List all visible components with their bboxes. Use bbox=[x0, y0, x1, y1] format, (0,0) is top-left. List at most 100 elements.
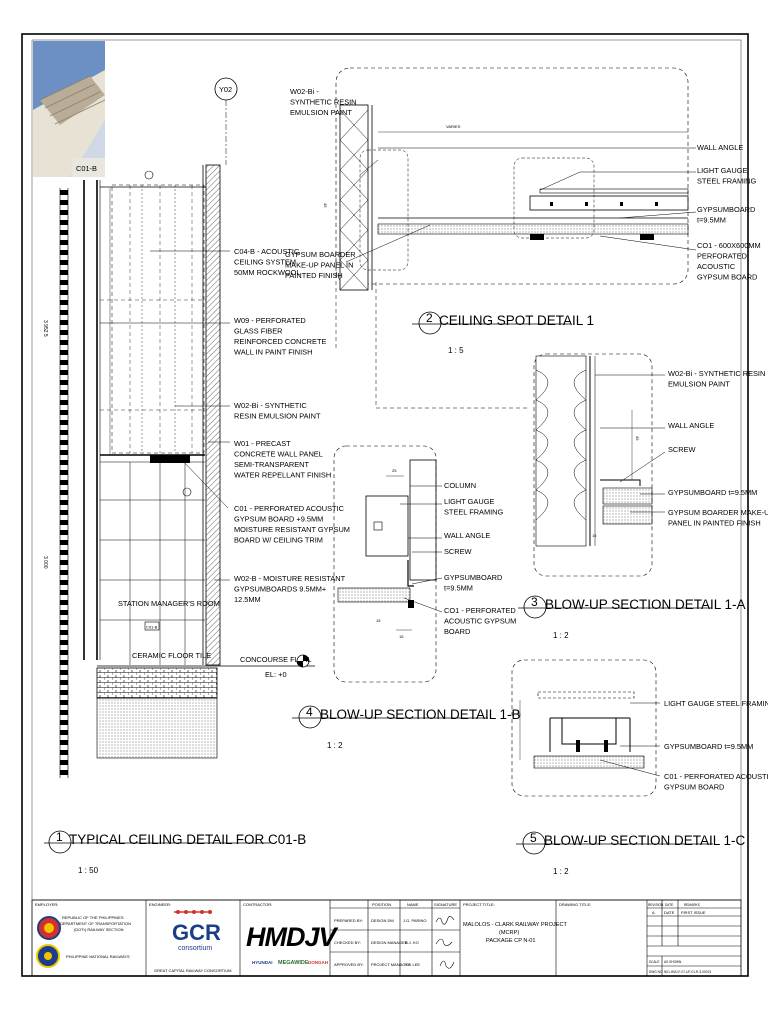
drawing-header: DRAWING TITLE: bbox=[559, 902, 591, 907]
notes-d3-3-line-0: GYPSUMBOARD t=9.5MM bbox=[668, 488, 757, 497]
grid-bubble-y02 bbox=[214, 77, 238, 101]
hmdjv-logo: HMDJV bbox=[246, 922, 339, 952]
dim-45-a: 45 bbox=[323, 203, 328, 208]
notes-d4-5-line-0: CO1 - PERFORATED bbox=[444, 606, 516, 615]
notes-d3-4-line-1: PANEL IN PAINTED FINISH bbox=[668, 519, 761, 528]
notes-d4-4-line-0: GYPSUMBOARD bbox=[444, 573, 502, 582]
role-approved: APPROVED BY: bbox=[334, 962, 364, 967]
notes-d5-2-line-1: GYPSUM BOARD bbox=[664, 783, 724, 792]
notes-d2-5-line-0: CO1 - 600X600MM bbox=[697, 241, 761, 250]
notes-main-0-line-2: 50MM ROCKWOOL bbox=[234, 268, 301, 277]
drawing-frame bbox=[31, 39, 742, 901]
project-line-1: MALOLOS - CLARK RAILWAY PROJECT bbox=[463, 922, 568, 928]
dwg-value: N01-HMJ-F-07-UF-01-R-3-00013 bbox=[664, 970, 711, 974]
scale-value: AS SHOWN bbox=[664, 960, 682, 964]
notes-d3-0-line-0: W02-Bi - SYNTHETIC RESIN bbox=[668, 369, 765, 378]
detail-bubble-3 bbox=[523, 595, 547, 619]
detail-title-4: BLOW-UP SECTION DETAIL 1-B bbox=[320, 707, 521, 722]
dim-15-b: 15 bbox=[399, 634, 404, 639]
detail-scale-3: 1 : 2 bbox=[553, 631, 569, 640]
notes-main-4-line-2: MOISTURE RESISTANT GYPSUM bbox=[234, 525, 350, 534]
notes-d2-0-line-2: EMULSION PAINT bbox=[290, 108, 352, 117]
notes-d4-5-line-2: BOARD bbox=[444, 627, 470, 636]
floor-slab bbox=[96, 667, 218, 699]
detail-bubble-5 bbox=[522, 831, 546, 855]
notes-d5-0-line-0: LIGHT GAUGE STEEL FRAMING bbox=[664, 699, 768, 708]
notes-main-2-line-1: RESIN EMULSION PAINT bbox=[234, 412, 321, 421]
dim-lower: 3 000 bbox=[42, 556, 48, 569]
partner-megawide: MEGAWIDE bbox=[278, 960, 309, 966]
notes-d4-0-line-0: COLUMN bbox=[444, 481, 476, 490]
rev-col-remarks: REMARKS bbox=[684, 903, 700, 907]
gcr-logo-text: GCR bbox=[172, 920, 221, 945]
notes-d2-3-line-1: STEEL FRAMING bbox=[697, 177, 757, 186]
detail-number-1: 1 bbox=[56, 830, 63, 844]
floor-label: CERAMIC FLOOR TILE bbox=[132, 651, 211, 660]
room-tag: C01-B bbox=[146, 625, 158, 630]
gcr-consortium: consortium bbox=[178, 945, 212, 952]
col-position: POSITION bbox=[372, 902, 391, 907]
notes-d4-3-line-0: SCREW bbox=[444, 547, 472, 556]
level-label: CONCOURSE FL. AL bbox=[240, 655, 311, 664]
project-line-3: PACKAGE CP N-01 bbox=[486, 938, 536, 944]
detail-title-2: CEILING SPOT DETAIL 1 bbox=[439, 313, 594, 328]
notes-d2-1-line-1: MAKE-UP PANEL IN bbox=[285, 261, 353, 270]
position-approved: PROJECT MANAGER bbox=[371, 962, 411, 967]
notes-d2-1-line-0: GYPSUM BOARDER bbox=[285, 250, 356, 259]
notes-d2-0-line-1: SYNTHETIC RESIN bbox=[290, 98, 357, 107]
partner-hyundai: HYUNDAI bbox=[252, 960, 273, 965]
notes-main-5-line-1: GYPSUMBOARDS 9.5MM+ bbox=[234, 585, 326, 594]
rev-col-date: DATE bbox=[665, 903, 673, 907]
project-line-2: (MCRP) bbox=[499, 930, 519, 936]
scale-label: SCALE bbox=[649, 960, 659, 964]
gcr-logo-icon bbox=[174, 910, 212, 914]
engineer-header: ENGINEER: bbox=[149, 902, 171, 907]
dim-25: 25 bbox=[392, 468, 397, 473]
notes-main-5-line-0: W02-B - MOISTURE RESISTANT bbox=[234, 574, 346, 583]
detail-3-blowup-1a: 45 15 bbox=[533, 353, 666, 577]
dwg-label: DWG NO bbox=[649, 970, 663, 974]
name-approved: Y.J. LEE bbox=[405, 962, 420, 967]
position-prepared: DESIGN DM bbox=[371, 918, 394, 923]
signature-2 bbox=[435, 938, 453, 946]
position-checked: DESIGN MANAGER bbox=[371, 940, 408, 945]
notes-d5-1-line-0: GYPSUMBOARD t=9.5MM bbox=[664, 742, 753, 751]
title-block: EMPLOYER: REPUBLIC OF THE PHILIPPINES DE… bbox=[31, 899, 742, 977]
notes-d2-3-line-0: LIGHT GAUGE bbox=[697, 166, 747, 175]
employer-line-1: REPUBLIC OF THE PHILIPPINES bbox=[62, 915, 124, 920]
notes-main-5-line-2: 12.5MM bbox=[234, 595, 261, 604]
notes-d5-2-line-0: C01 - PERFORATED ACOUSTIC bbox=[664, 772, 768, 781]
detail-number-2: 2 bbox=[426, 311, 433, 325]
role-prepared: PREPARED BY: bbox=[334, 918, 363, 923]
notes-d3-4-line-0: GYPSUM BOARDER MAKE-UP bbox=[668, 508, 768, 517]
rev-col-revision: REVISION bbox=[648, 903, 664, 907]
role-checked: CHECKED BY: bbox=[334, 940, 361, 945]
pnr-label: PHILIPPINE NATIONAL RAILWAYS bbox=[66, 954, 130, 959]
notes-main-1-line-3: WALL IN PAINT FINISH bbox=[234, 348, 312, 357]
detail-5-blowup-1c: 45 bbox=[511, 659, 661, 797]
detail-title-3: BLOW-UP SECTION DETAIL 1-A bbox=[545, 597, 746, 612]
level-value: EL: +0 bbox=[265, 670, 287, 679]
name-checked: B.J. KO bbox=[405, 940, 419, 945]
grid-label: Y02 bbox=[219, 85, 232, 94]
notes-d2-4-line-0: GYPSUMBOARD bbox=[697, 205, 755, 214]
name-prepared: J.G. PARINO bbox=[403, 918, 426, 923]
notes-main-1-line-1: GLASS FIBER bbox=[234, 327, 282, 336]
notes-d3-1-line-0: WALL ANGLE bbox=[668, 421, 714, 430]
col-signature: SIGNATURE bbox=[434, 902, 457, 907]
detail-scale-2: 1 : 5 bbox=[448, 346, 464, 355]
notes-main-0-line-0: C04-B - ACOUSTIC bbox=[234, 247, 300, 256]
detail-number-5: 5 bbox=[530, 831, 537, 845]
dim-15-c: 15 bbox=[376, 618, 381, 623]
notes-d2-2-line-0: WALL ANGLE bbox=[697, 143, 743, 152]
notes-d4-1-line-0: LIGHT GAUGE bbox=[444, 497, 494, 506]
signature-1 bbox=[435, 916, 455, 925]
signature-3 bbox=[439, 960, 455, 969]
detail-title-1: TYPICAL CEILING DETAIL FOR C01-B bbox=[69, 832, 306, 847]
level-strip bbox=[60, 188, 68, 778]
